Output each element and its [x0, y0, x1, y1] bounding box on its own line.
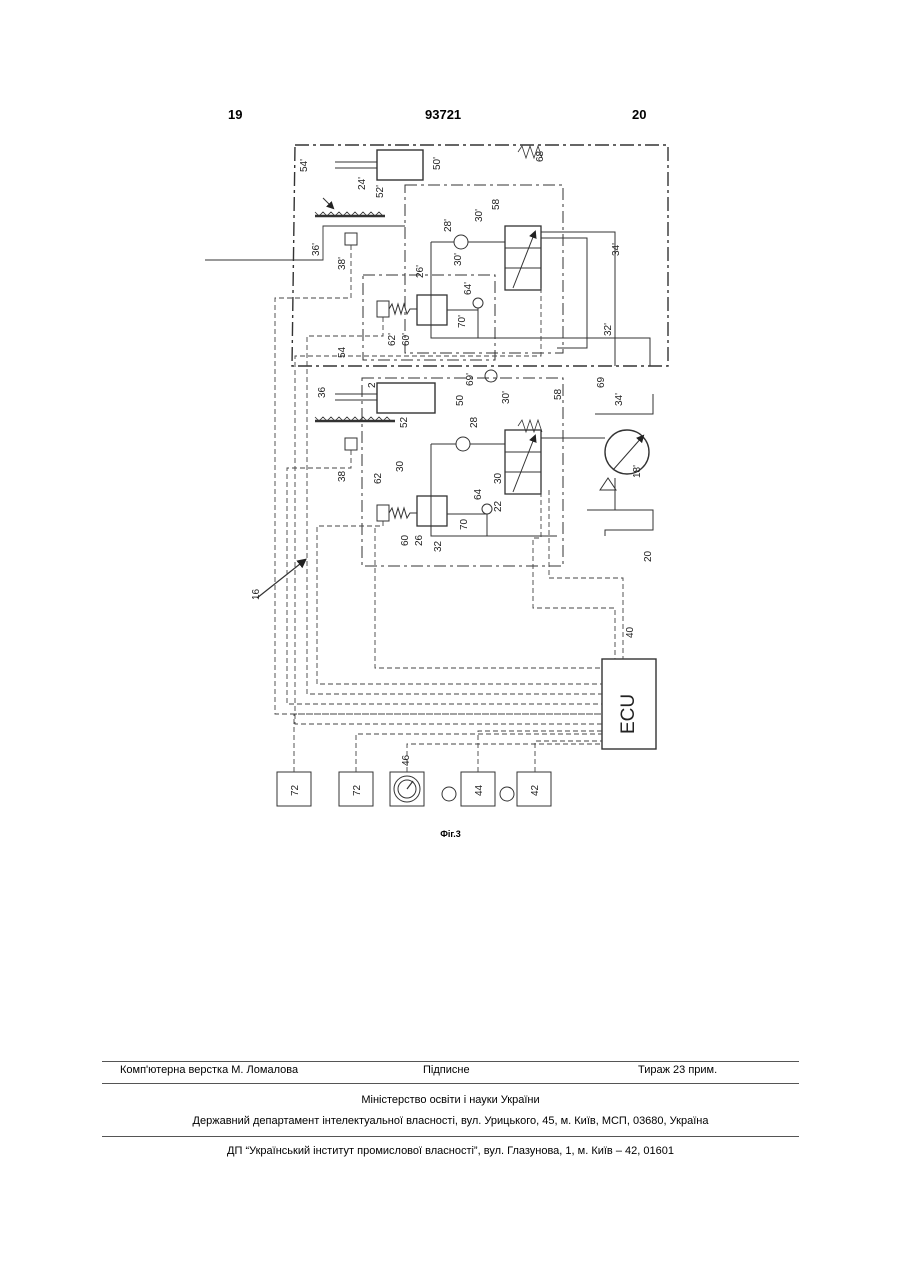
imprint-ministry: Міністерство освіти і науки України [102, 1094, 799, 1106]
imprint-rule-middle [102, 1083, 799, 1084]
label-50p: 50' [432, 157, 443, 170]
label-62: 62 [373, 472, 384, 484]
imprint-rule-bottom [102, 1136, 799, 1137]
label-34p-upper: 34' [611, 243, 622, 256]
label-52p: 52' [375, 185, 386, 198]
label-32p: 32' [603, 323, 614, 336]
label-30-b: 30 [493, 472, 504, 484]
imprint-signed: Підписне [423, 1064, 470, 1076]
label-16: 16 [251, 588, 262, 600]
label-36p: 36' [311, 243, 322, 256]
label-72-b: 72 [352, 784, 363, 796]
label-54: 54 [337, 346, 348, 358]
label-20: 20 [643, 550, 654, 562]
label-60: 60 [400, 534, 411, 546]
label-58-lower: 58 [553, 388, 564, 400]
label-58-upper: 58 [491, 198, 502, 210]
label-70: 70 [459, 518, 470, 530]
ecu-label: ECU [618, 694, 639, 734]
label-64p: 64' [463, 282, 474, 295]
imprint-rule-top [102, 1061, 799, 1062]
label-69p: 69' [465, 373, 476, 386]
label-52: 52 [399, 416, 410, 428]
imprint-circulation: Тираж 23 прим. [638, 1064, 717, 1076]
label-50: 50 [455, 394, 466, 406]
imprint-department: Державний департамент інтелектуальної вл… [102, 1115, 799, 1127]
label-30p-c: 30' [501, 391, 512, 404]
label-38: 38 [337, 470, 348, 482]
label-46: 46 [401, 754, 412, 766]
label-32: 32 [433, 540, 444, 552]
page-number-right: 20 [632, 107, 646, 122]
imprint-typesetter: Комп'ютерна верстка М. Ломалова [120, 1064, 298, 1076]
label-40: 40 [625, 626, 636, 638]
page-number-left: 19 [228, 107, 242, 122]
label-42: 42 [530, 784, 541, 796]
label-68: 68 [535, 150, 546, 162]
label-60p: 60' [401, 333, 412, 346]
label-24p: 24' [357, 177, 368, 190]
label-44: 44 [474, 784, 485, 796]
label-18p: 18' [632, 465, 643, 478]
label-38p: 38' [337, 257, 348, 270]
figure-caption: Фіг.3 [0, 829, 901, 839]
label-72-a: 72 [290, 784, 301, 796]
label-28: 28 [469, 416, 480, 428]
label-54p: 54' [299, 159, 310, 172]
label-30p-a: 30' [474, 209, 485, 222]
label-26p: 26' [415, 265, 426, 278]
label-28p: 28' [443, 219, 454, 232]
label-36: 36 [317, 386, 328, 398]
label-26: 26 [414, 534, 425, 546]
patent-number: 93721 [425, 107, 461, 122]
label-34p-lower: 34' [614, 393, 625, 406]
label-22: 22 [493, 500, 504, 512]
label-30-a: 30 [395, 460, 406, 472]
label-2: 2 [367, 382, 378, 388]
hydraulic-circuit-diagram: 54' 50' 68 24' 52' 58 30' 28' 36' 38' 30… [195, 138, 675, 813]
imprint-institute: ДП “Український інститут промислової вла… [102, 1145, 799, 1157]
label-62p: 62' [387, 333, 398, 346]
label-70p: 70' [457, 315, 468, 328]
label-69: 69 [596, 376, 607, 388]
label-30p-b: 30' [453, 253, 464, 266]
label-64: 64 [473, 488, 484, 500]
